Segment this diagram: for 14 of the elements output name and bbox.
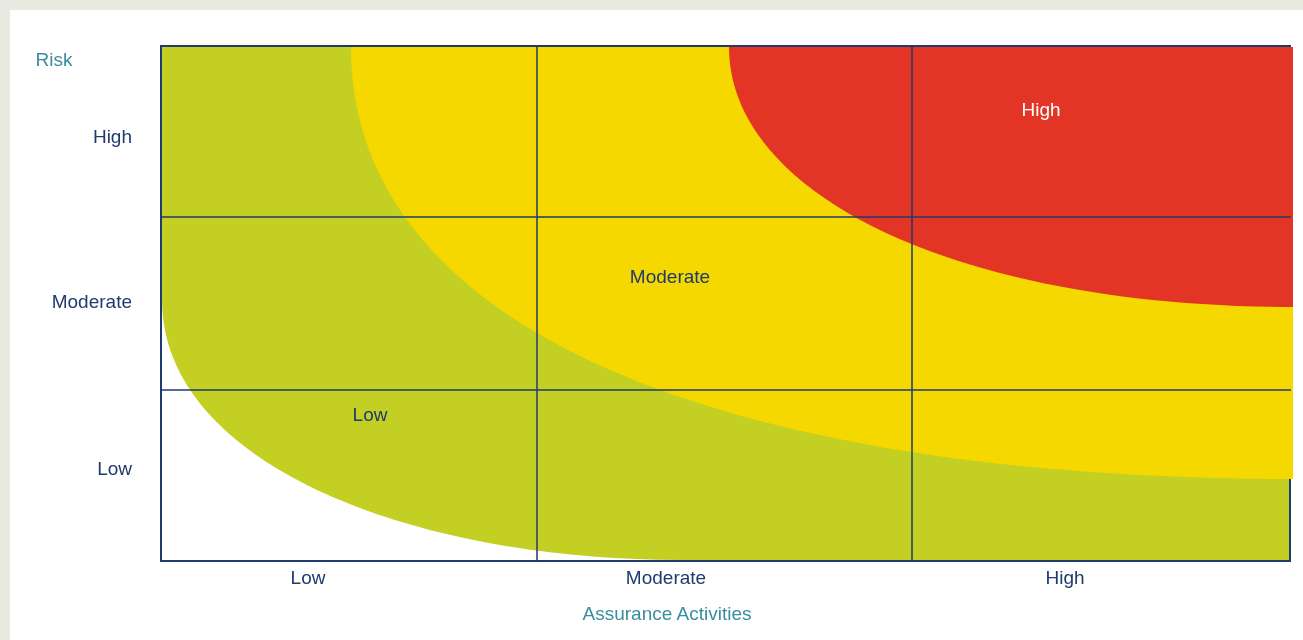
axis-title: Assurance Activities xyxy=(582,603,752,625)
axis-tick-label: Low xyxy=(97,458,132,480)
zone-label: Moderate xyxy=(629,266,711,288)
axis-tick-label: Low xyxy=(290,567,326,589)
risk-zone xyxy=(729,47,1293,307)
axis-tick-label: Moderate xyxy=(51,291,132,313)
risk-zone xyxy=(351,47,1293,479)
axis-tick-label: High xyxy=(92,126,132,148)
axis-tick-label: Moderate xyxy=(625,567,707,589)
risk-zone xyxy=(160,45,1291,562)
zone-label: High xyxy=(1021,99,1061,121)
zone-label: Low xyxy=(352,404,388,426)
axis-tick-label: High xyxy=(1045,567,1085,589)
axis-title: Risk xyxy=(35,49,73,71)
